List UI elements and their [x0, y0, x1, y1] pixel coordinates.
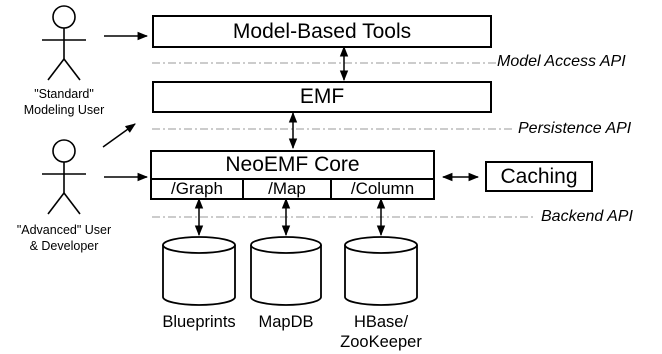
- standard-user-label-line2: Modeling User: [23, 103, 105, 117]
- graph-module-label: /Graph: [171, 179, 223, 198]
- caching-label: Caching: [500, 164, 578, 188]
- model-access-api-label: Model Access API: [497, 53, 626, 70]
- emf-label: EMF: [299, 85, 345, 108]
- backend-api-label: Backend API: [541, 208, 633, 225]
- column-module-box: /Column: [330, 178, 435, 200]
- caching-box: Caching: [485, 161, 593, 192]
- hbase-label-line2: ZooKeeper: [340, 333, 422, 351]
- emf-box: EMF: [152, 81, 492, 113]
- model-based-tools-box: Model-Based Tools: [152, 15, 492, 48]
- advanced-user-label-line1: "Advanced" User: [16, 223, 112, 237]
- persistence-api-label: Persistence API: [518, 120, 632, 137]
- map-module-box: /Map: [242, 178, 332, 200]
- graph-module-box: /Graph: [150, 178, 244, 200]
- column-module-label: /Column: [350, 179, 415, 198]
- map-module-label: /Map: [268, 179, 306, 198]
- advanced-user-label: "Advanced" User & Developer: [4, 222, 124, 254]
- hbase-label-line1: HBase/: [353, 313, 409, 331]
- neoemf-core-box: NeoEMF Core: [150, 150, 435, 180]
- standard-user-label-line1: "Standard": [34, 87, 94, 101]
- neoemf-core-label: NeoEMF Core: [225, 153, 360, 176]
- standard-user-label: "Standard" Modeling User: [4, 86, 124, 118]
- standard-user-figure: [42, 5, 86, 81]
- hbase-database-icon: [344, 236, 418, 306]
- blueprints-database-icon: [162, 236, 236, 306]
- advanced-to-emf-arrow: [102, 123, 136, 148]
- mapdb-label: MapDB: [258, 313, 314, 331]
- advanced-user-label-line2: & Developer: [29, 239, 99, 253]
- model-based-tools-label: Model-Based Tools: [232, 19, 412, 43]
- hbase-label: HBase/ ZooKeeper: [331, 312, 431, 352]
- advanced-user-figure: [42, 139, 86, 215]
- blueprints-label: Blueprints: [162, 313, 236, 331]
- mapdb-database-icon: [250, 236, 322, 306]
